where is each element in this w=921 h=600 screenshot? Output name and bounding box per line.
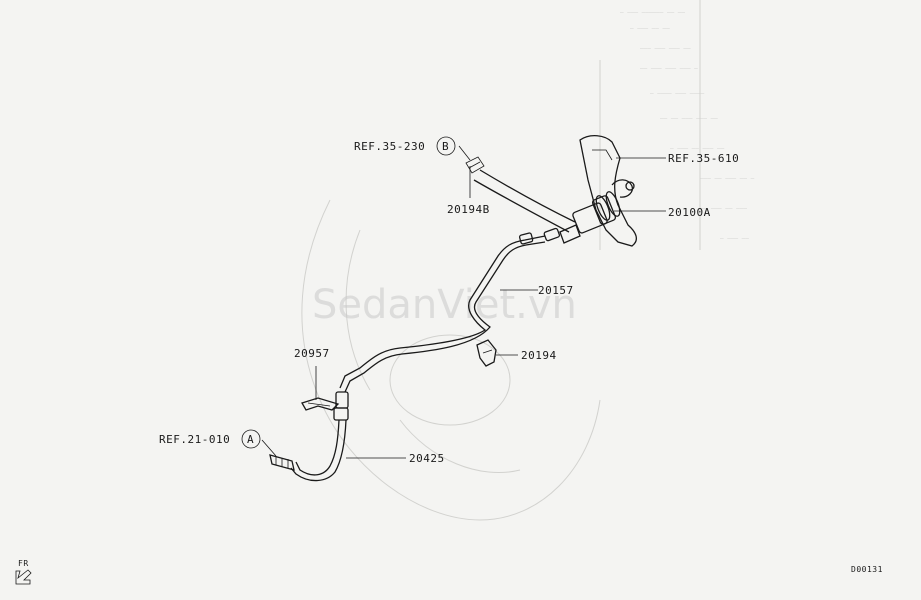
svg-text:— ———— ——— ————: — ———— ——— ———— xyxy=(650,90,705,97)
svg-text:— ——— —— ——— ——: — ——— —— ——— —— xyxy=(670,145,725,152)
label-ref-35-230: REF.35-230 xyxy=(354,140,425,153)
svg-text:——— ——— ——— ——: ——— ——— ——— —— xyxy=(640,45,691,52)
label-ref-35-610: REF.35-610 xyxy=(668,152,739,165)
callout-letter-b: B xyxy=(442,140,449,153)
svg-text:——— —— ——— —— —: ——— —— ——— —— — xyxy=(700,175,755,182)
label-20194: 20194 xyxy=(521,349,557,362)
label-20194b: 20194B xyxy=(447,203,490,216)
clip-20957 xyxy=(301,397,340,411)
clutch-hose-20425 xyxy=(269,391,349,482)
svg-text:—— ——— —— ———: —— ——— —— ——— xyxy=(700,205,747,212)
bleed-through-background: — ——— —————— —— —— — ——— —— —— ——— ——— —… xyxy=(301,0,755,521)
leader-lines xyxy=(261,145,666,459)
label-20425: 20425 xyxy=(409,452,445,465)
label-ref-21-010: REF.21-010 xyxy=(159,433,230,446)
svg-text:—— ——— ——— ——— —: —— ——— ——— ——— — xyxy=(640,65,698,72)
label-20100a: 20100A xyxy=(668,206,711,219)
pipe-clip-20194 xyxy=(476,339,497,367)
front-label: FR xyxy=(18,559,29,568)
front-arrow-icon xyxy=(15,569,32,585)
label-20957: 20957 xyxy=(294,347,330,360)
svg-text:— ——— —— ——: — ——— —— —— xyxy=(630,25,670,32)
svg-text:— ——— ——: — ——— —— xyxy=(720,235,749,242)
svg-text:— ——— —————— —— ——: — ——— —————— —— —— xyxy=(620,9,685,16)
callout-circle-b xyxy=(436,136,456,156)
diagram-code: D00131 xyxy=(851,565,883,574)
svg-text:—— —— ——— ——— ——: —— —— ——— ——— —— xyxy=(660,115,718,122)
callout-circle-a xyxy=(241,429,261,449)
master-cylinder xyxy=(543,135,638,247)
clutch-pipe xyxy=(339,232,546,393)
reservoir-hose xyxy=(465,156,576,233)
label-20157: 20157 xyxy=(538,284,574,297)
callout-letter-a: A xyxy=(247,433,254,446)
